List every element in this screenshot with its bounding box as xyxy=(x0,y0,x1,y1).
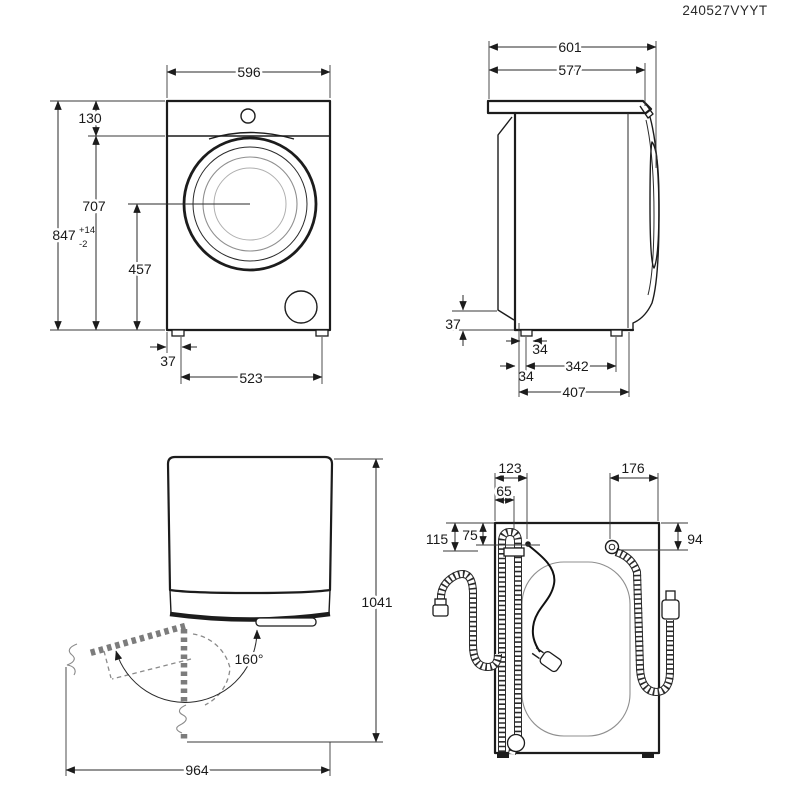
drain-connector-neck xyxy=(434,598,447,606)
power-plug xyxy=(531,647,563,673)
document-code: 240527VYYT xyxy=(682,3,767,18)
front-right-foot xyxy=(315,329,329,337)
cord-path xyxy=(527,544,556,653)
hose-clip xyxy=(503,547,525,557)
dim-depth-total-label: 601 xyxy=(558,39,582,55)
door-swing: 160° xyxy=(66,622,266,741)
side-rear-foot xyxy=(520,329,533,337)
side-front-foot xyxy=(610,329,623,337)
inlet-attachment-center xyxy=(608,543,616,551)
power-knob xyxy=(240,108,256,124)
dim-open-height-label: 1041 xyxy=(361,594,392,610)
dim-rear-clearance-label: 37 xyxy=(445,316,461,332)
opening-angle-label: 160° xyxy=(235,651,264,667)
top-view-cabinet xyxy=(166,455,334,595)
drain-hose-end xyxy=(432,570,502,672)
front-machine-outline xyxy=(128,99,332,337)
break-mark-bottom xyxy=(176,704,187,734)
break-mark-left xyxy=(66,643,78,676)
dim-left-drop-label: 115 xyxy=(426,531,449,547)
door-swing-envelope xyxy=(192,633,231,706)
dim-foot-offset-label: 37 xyxy=(160,353,176,369)
rear-view: 123 65 176 115 75 94 xyxy=(423,458,705,758)
dim-depth-body-label: 577 xyxy=(558,62,582,78)
dim-rear-foot-offset-label: 34 xyxy=(518,368,534,384)
dim-feet-distance-label: 523 xyxy=(239,370,263,386)
hose-guide-ring xyxy=(506,733,526,753)
door-handle xyxy=(255,617,317,627)
inlet-connector xyxy=(661,599,680,620)
inlet-hose xyxy=(604,539,680,697)
dim-foot-width-label: 34 xyxy=(532,341,548,357)
dim-door-top-label: 707 xyxy=(82,198,106,214)
closed-door-edge xyxy=(169,611,331,622)
rear-right-foot xyxy=(642,753,654,758)
door-position-160 xyxy=(89,622,186,657)
dim-total-height-tol-plus: +14 xyxy=(79,225,95,236)
door-view-dimensions: 1041 964 xyxy=(65,458,395,781)
front-cabinet xyxy=(165,99,332,332)
dim-panel-height-label: 130 xyxy=(78,110,102,126)
side-dimensions: 601 577 37 34 342 34 407 xyxy=(443,37,657,403)
pump-filter-door xyxy=(284,290,318,324)
door-top-trim xyxy=(208,131,295,140)
power-cord xyxy=(525,541,563,673)
worktop-end-cap xyxy=(639,102,654,119)
worktop xyxy=(486,99,653,115)
dim-open-depth-label: 964 xyxy=(185,762,209,778)
top-view-machine xyxy=(166,455,334,627)
rear-cabinet xyxy=(493,521,661,755)
dim-inlet-drop-label: 94 xyxy=(687,531,703,547)
top-view-front-sides xyxy=(169,589,331,614)
rear-dimensions: 123 65 176 115 75 94 xyxy=(423,458,705,552)
door-open-view: 160° 1041 964 xyxy=(65,455,395,781)
dim-door-center-label: 457 xyxy=(128,261,152,277)
dim-cord-offset-label: 123 xyxy=(498,460,522,476)
front-left-foot xyxy=(171,329,185,337)
drain-hose xyxy=(498,527,526,755)
rear-left-foot xyxy=(497,753,509,758)
door-profile-inner xyxy=(645,119,655,296)
door-handle-groove xyxy=(649,141,660,269)
inlet-attachment-coil xyxy=(604,539,620,555)
front-dimensions: 596 847 +14 -2 130 707 457 37 523 xyxy=(50,62,331,389)
side-machine-outline xyxy=(486,99,660,337)
side-view: 601 577 37 34 342 34 407 xyxy=(443,37,660,403)
front-view: 596 847 +14 -2 130 707 457 37 523 xyxy=(50,62,332,389)
dim-feet-span-label: 407 xyxy=(562,384,586,400)
dim-total-height-tol-minus: -2 xyxy=(79,239,87,250)
dim-total-height-label: 847 xyxy=(52,227,76,243)
dim-front-width-label: 596 xyxy=(237,64,261,80)
drain-connector xyxy=(432,604,449,617)
opening-angle-arc xyxy=(114,629,261,703)
dim-inlet-offset-label: 176 xyxy=(621,460,645,476)
rear-cover-bulge xyxy=(497,116,515,321)
dim-hook-offset-label: 65 xyxy=(496,483,512,499)
dim-hook-drop-label: 75 xyxy=(462,527,478,543)
dim-feet-distance-side-label: 342 xyxy=(565,358,589,374)
